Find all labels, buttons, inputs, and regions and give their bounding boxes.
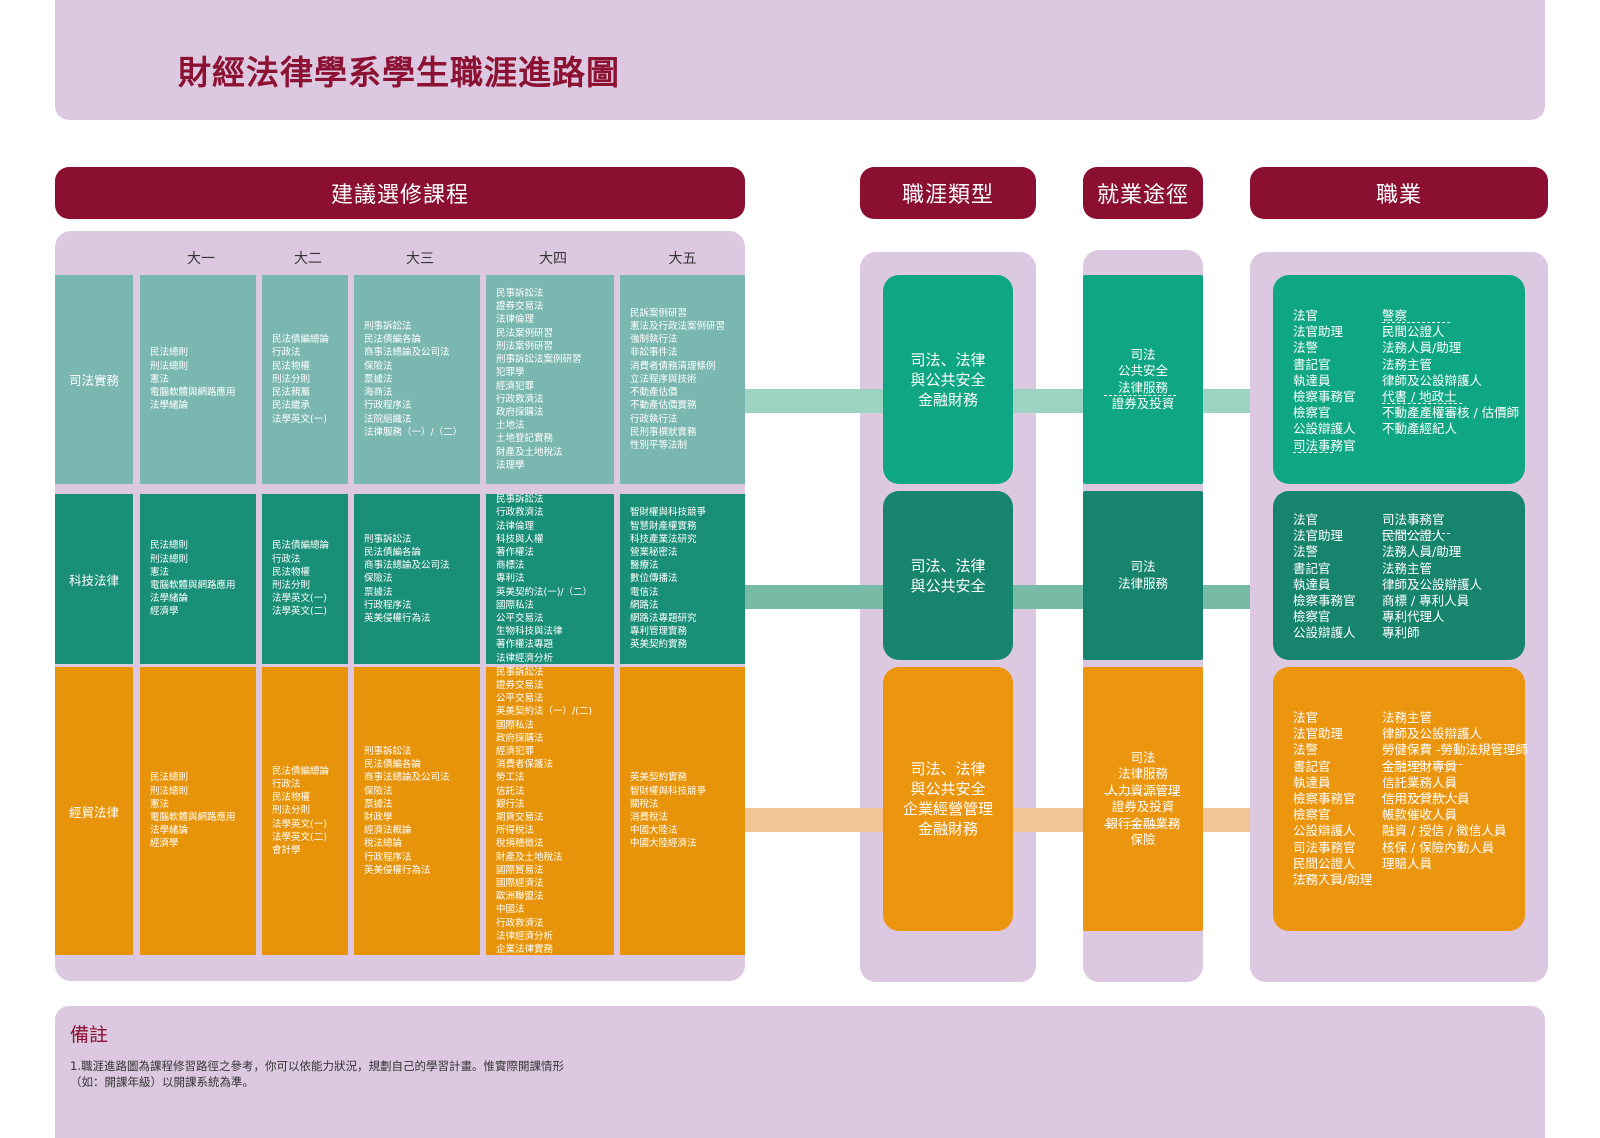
year-1: 大一: [187, 251, 215, 267]
course-cell: 刑事訴訟法 民法債編各論 商事法總論及公司法 保險法 票據法 行政程序法 英美侵…: [354, 494, 480, 664]
course-list: 民法債編總論 行政法 民法物權 刑法分則 法學英文(一) 法學英文(二): [272, 540, 330, 618]
year-4: 大四: [539, 251, 567, 267]
job-list-left: 法官 法官助理 法警 書記官 執達員 檢察事務官 檢察官 公設辯護人: [1293, 512, 1356, 641]
career-type-text: 司法、法律 與公共安全 金融財務: [910, 350, 986, 409]
occupation-box-judicial: [1273, 275, 1525, 484]
notes-panel: [55, 1006, 1545, 1138]
course-list: 刑事訴訟法 民法債編各論 商事法總論及公司法 保險法 票據法 行政程序法 英美侵…: [364, 533, 450, 624]
course-cell: 民訴案例研習 憲法及行政法案例研習 強制執行法 非訟事件法 消費者債務清理條例 …: [620, 275, 745, 484]
route-text: 司法 法律服務 人力資源管理 證券及投資 銀行金融業務 保險: [1105, 749, 1181, 848]
course-cell: 民事訴訟法 證券交易法 公平交易法 英美契約法（一）/(二) 國際私法 政府採購…: [486, 667, 614, 955]
career-type-text: 司法、法律 與公共安全 企業經營管理 金融財務: [902, 760, 993, 838]
course-cell: 民法債編總論 行政法 民法物權 刑法分則 民法親屬 民法繼承 法學英文(一): [262, 275, 348, 484]
course-list: 民事訴訟法 行政救濟法 法律倫理 科技與人權 著作權法 商標法 專利法 英美契約…: [496, 494, 593, 664]
course-list: 智財權與科技競爭 智慧財產權實務 科技產業法研究 營業秘密法 醫療法 數位傳播法…: [630, 507, 707, 651]
job-list-right: 司法事務官 民間公證人 法務人員/助理 法務主管 律師及公設辯護人 商標 / 專…: [1382, 512, 1483, 641]
route-box-judicial: 司法 公共安全 法律服務 證券及投資: [1083, 275, 1203, 484]
course-list: 民事訴訟法 證券交易法 法律倫理 民法案例研習 刑法案例研習 刑事訴訟法案例研習…: [496, 288, 582, 471]
occupation-box-econ: [1273, 667, 1525, 931]
track-label-judicial: 司法實務: [55, 275, 133, 484]
dashed-divider: [1293, 875, 1333, 876]
track-label-econ: 經貿法律: [55, 667, 133, 955]
dashed-divider: [1382, 764, 1462, 765]
notes-title: 備註: [70, 1024, 109, 1046]
header-occupation: 職業: [1250, 167, 1548, 219]
route-box-tech: 司法 法律服務: [1083, 491, 1203, 660]
title-banner: [55, 0, 1545, 120]
job-list-right: 法務主管 律師及公設辯護人 勞健保費 -勞動法規管理師 金融理財專員 信託業務人…: [1382, 710, 1528, 871]
dashed-divider: [1382, 322, 1450, 323]
header-route: 就業途徑: [1083, 167, 1203, 219]
dashed-divider: [1293, 452, 1333, 453]
dashed-divider: [1382, 403, 1462, 404]
dashed-divider: [1104, 825, 1176, 826]
course-list: 民法總則 刑法總則 憲法 電腦軟體與網路應用 法學緒論 經濟學: [150, 772, 236, 850]
course-list: 民法債編總論 行政法 民法物權 刑法分則 法學英文(一) 法學英文(二) 會計學: [272, 765, 330, 856]
track-label-tech: 科技法律: [55, 494, 133, 664]
dashed-divider: [1104, 395, 1176, 396]
course-cell: 民法總則 刑法總則 憲法 電腦軟體與網路應用 法學緒論: [140, 275, 256, 484]
dashed-divider: [1382, 796, 1457, 797]
course-cell: 民法債編總論 行政法 民法物權 刑法分則 法學英文(一) 法學英文(二): [262, 494, 348, 664]
route-text: 司法 公共安全 法律服務 證券及投資: [1111, 346, 1175, 412]
course-list: 民事訴訟法 證券交易法 公平交易法 英美契約法（一）/(二) 國際私法 政府採購…: [496, 666, 593, 956]
course-list: 民訴案例研習 憲法及行政法案例研習 強制執行法 非訟事件法 消費者債務清理條例 …: [630, 307, 726, 451]
dashed-divider: [1382, 533, 1450, 534]
course-list: 刑事訴訟法 民法債編各論 商事法總論及公司法 保險法 票據法 財政學 經濟法概論…: [364, 745, 450, 876]
header-career-type: 職涯類型: [860, 167, 1036, 219]
notes-text: 1.職涯進路圖為課程修習路徑之參考，你可以依能力狀況，規劃自己的學習計畫。惟實際…: [70, 1059, 564, 1089]
course-list: 民法總則 刑法總則 憲法 電腦軟體與網路應用 法學緒論: [150, 347, 236, 412]
career-type-box-judicial: 司法、法律 與公共安全 金融財務: [883, 275, 1013, 484]
course-list: 民法總則 刑法總則 憲法 電腦軟體與網路應用 法學緒論 經濟學: [150, 540, 236, 618]
occupation-box-tech: [1273, 491, 1525, 660]
dashed-divider: [1104, 793, 1176, 794]
course-cell: 民法總則 刑法總則 憲法 電腦軟體與網路應用 法學緒論 經濟學: [140, 494, 256, 664]
course-cell: 刑事訴訟法 民法債編各論 商事法總論及公司法 保險法 票據法 財政學 經濟法概論…: [354, 667, 480, 955]
course-list: 刑事訴訟法 民法債編各論 商事法總論及公司法 保險法 票據法 海商法 行政程序法…: [364, 321, 463, 438]
course-cell: 英美契約實務 智財權與科技競爭 關稅法 消費稅法 中國大陸法 中國大陸經濟法: [620, 667, 745, 955]
career-type-box-econ: 司法、法律 與公共安全 企業經營管理 金融財務: [883, 667, 1013, 931]
course-cell: 民法總則 刑法總則 憲法 電腦軟體與網路應用 法學緒論 經濟學: [140, 667, 256, 955]
course-cell: 民法債編總論 行政法 民法物權 刑法分則 法學英文(一) 法學英文(二) 會計學: [262, 667, 348, 955]
year-5: 大五: [668, 251, 697, 267]
career-type-box-tech: 司法、法律 與公共安全: [883, 491, 1013, 660]
job-list-left: 法官 法官助理 法警 書記官 執達員 檢察事務官 檢察官 公設辯護人 司法事務官: [1293, 308, 1356, 453]
page-title: 財經法律學系學生職涯進路圖: [178, 53, 620, 92]
job-list-left: 法官 法官助理 法警 書記官 執達員 檢察事務官 檢察官 公設辯護人 司法事務官…: [1293, 710, 1373, 888]
career-type-text: 司法、法律 與公共安全: [910, 556, 986, 595]
year-2: 大二: [294, 251, 322, 267]
year-3: 大三: [406, 251, 434, 267]
route-text: 司法 法律服務: [1117, 559, 1168, 591]
header-courses: 建議選修課程: [55, 167, 745, 219]
course-list: 民法債編總論 行政法 民法物權 刑法分則 民法親屬 民法繼承 法學英文(一): [272, 334, 330, 425]
course-cell: 民事訴訟法 行政救濟法 法律倫理 科技與人權 著作權法 商標法 專利法 英美契約…: [486, 494, 614, 664]
course-cell: 刑事訴訟法 民法債編各論 商事法總論及公司法 保險法 票據法 海商法 行政程序法…: [354, 275, 480, 484]
course-list: 英美契約實務 智財權與科技競爭 關稅法 消費稅法 中國大陸法 中國大陸經濟法: [630, 772, 707, 850]
job-list-right: 警察 民間公證人 法務人員/助理 法務主管 律師及公設辯護人 代書 / 地政士 …: [1382, 308, 1520, 437]
course-cell: 民事訴訟法 證券交易法 法律倫理 民法案例研習 刑法案例研習 刑事訴訟法案例研習…: [486, 275, 614, 484]
course-cell: 智財權與科技競爭 智慧財產權實務 科技產業法研究 營業秘密法 醫療法 數位傳播法…: [620, 494, 745, 664]
route-box-econ: 司法 法律服務 人力資源管理 證券及投資 銀行金融業務 保險: [1083, 667, 1203, 931]
